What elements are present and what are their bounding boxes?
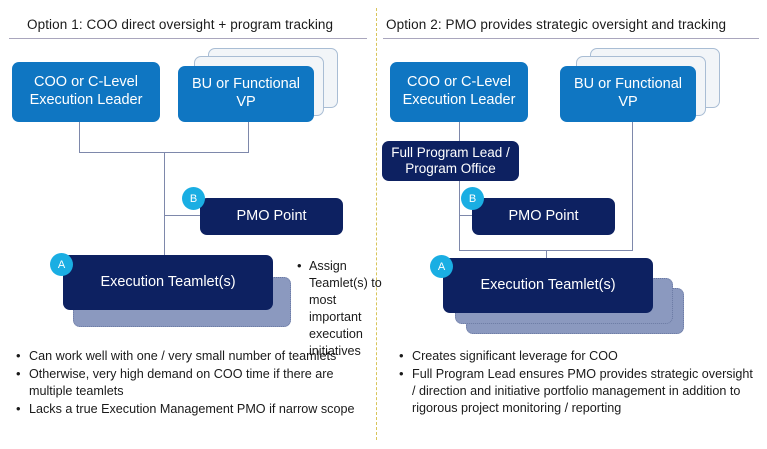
right-box-program-lead-text: Full Program Lead / Program Office [391, 145, 510, 178]
left-connector-trunk [164, 152, 165, 269]
left-box-coo[interactable]: COO or C-Level Execution Leader [12, 62, 160, 122]
left-box-bu-vp[interactable]: BU or Functional VP [178, 66, 314, 122]
left-box-coo-line2: Execution Leader [29, 92, 143, 108]
left-bullet-list: Can work well with one / very small numb… [14, 347, 364, 420]
right-panel-rule [383, 38, 759, 39]
left-connector-buvp-down [248, 122, 249, 153]
left-box-execution-teamlet[interactable]: Execution Teamlet(s) [63, 255, 273, 310]
left-panel-rule [9, 38, 367, 39]
left-mid-note: Assign Teamlet(s) to most important exec… [296, 257, 382, 360]
right-connector-coo-down [459, 122, 460, 142]
right-box-coo-line1: COO or C-Level [407, 74, 511, 91]
right-connector-buvp-down [632, 122, 633, 251]
left-panel-title: Option 1: COO direct oversight + program… [27, 17, 334, 32]
right-badge-a[interactable]: A [430, 255, 453, 278]
right-box-execution-teamlet[interactable]: Execution Teamlet(s) [443, 258, 653, 313]
left-box-coo-text: COO or C-Level Execution Leader [30, 74, 143, 109]
right-box-coo-text: COO or C-Level Execution Leader [403, 74, 516, 109]
left-mid-note-item: Assign Teamlet(s) to most important exec… [296, 257, 382, 360]
right-panel-title: Option 2: PMO provides strategic oversig… [386, 17, 727, 32]
right-bullet-1: Creates significant leverage for COO [397, 347, 757, 365]
right-box-bu-vp[interactable]: BU or Functional VP [560, 66, 696, 122]
right-box-pmo-point[interactable]: PMO Point [472, 198, 615, 235]
left-bullet-3: Lacks a true Execution Management PMO if… [14, 400, 364, 418]
left-box-coo-line1: COO or C-Level [34, 74, 138, 91]
right-badge-b[interactable]: B [461, 187, 484, 210]
right-bullet-2: Full Program Lead ensures PMO provides s… [397, 365, 757, 417]
right-box-program-lead-line1: Full Program Lead / [391, 144, 510, 160]
left-badge-b[interactable]: B [182, 187, 205, 210]
left-connector-coo-down [79, 122, 80, 153]
left-box-pmo-point[interactable]: PMO Point [200, 198, 343, 235]
left-connector-pmo-stub [164, 215, 202, 216]
left-badge-a[interactable]: A [50, 253, 73, 276]
right-box-program-lead[interactable]: Full Program Lead / Program Office [382, 141, 519, 181]
right-bullet-list: Creates significant leverage for COO Ful… [397, 347, 757, 419]
right-box-coo[interactable]: COO or C-Level Execution Leader [390, 62, 528, 122]
panel-divider [376, 8, 377, 440]
left-bullet-2: Otherwise, very high demand on COO time … [14, 365, 364, 400]
right-box-coo-line2: Execution Leader [402, 92, 516, 108]
left-bullet-1: Can work well with one / very small numb… [14, 347, 364, 365]
right-box-program-lead-line2: Program Office [405, 161, 496, 176]
